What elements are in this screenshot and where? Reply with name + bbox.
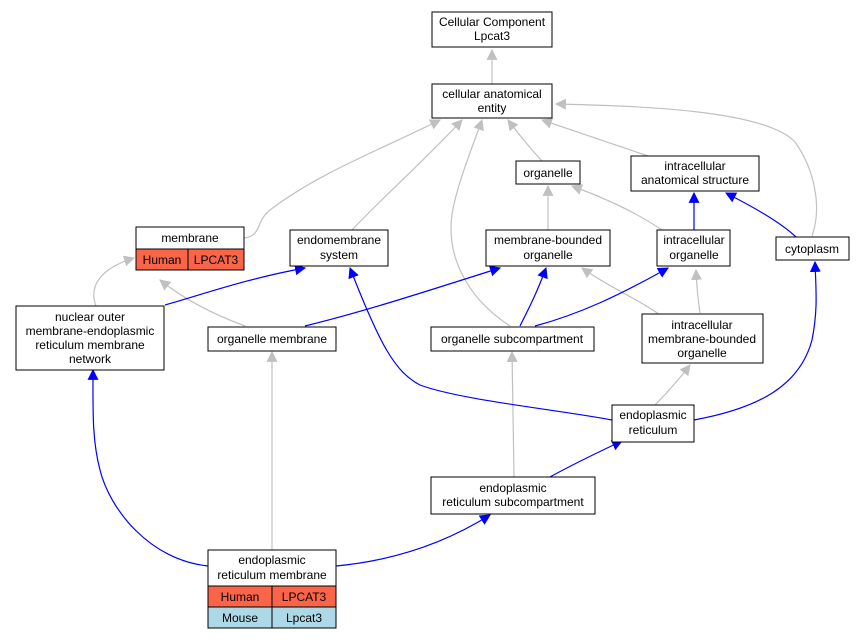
node-ias-line2: anatomical structure: [641, 173, 749, 187]
node-organelle-line1: organelle: [523, 166, 573, 180]
node-ermem-line1: endoplasmic: [238, 553, 305, 567]
edge-ermem-to-nuclear: [87, 368, 209, 567]
node-nuclear-outer-membrane-er-network[interactable]: nuclear outer membrane-endoplasmic retic…: [15, 305, 165, 371]
is-a-edges: [93, 48, 818, 550]
node-imbo-line2: membrane-bounded: [648, 332, 756, 346]
edge-organelle-to-cae: [507, 119, 543, 162]
edge-er-to-endomembrane: [348, 266, 613, 421]
node-root-line1: Cellular Component: [439, 15, 546, 29]
node-endomembrane-line1: endomembrane: [297, 233, 381, 247]
edge-er-to-cytoplasm: [693, 260, 821, 421]
edge-orgsub-to-io: [534, 267, 669, 327]
node-io-line1: intracellular: [663, 233, 724, 247]
node-ias-line1: intracellular: [664, 159, 725, 173]
node-intracellular-organelle[interactable]: intracellular organelle: [656, 229, 731, 267]
node-cellular-anatomical-entity[interactable]: cellular anatomical entity: [431, 83, 553, 119]
membrane-gene: LPCAT3: [194, 253, 239, 267]
node-er-line2: reticulum: [629, 423, 678, 437]
node-ersub-line1: endoplasmic: [479, 481, 546, 495]
node-membrane-line1: membrane: [161, 231, 219, 245]
node-cae-line2: entity: [478, 101, 507, 115]
node-root[interactable]: Cellular Component Lpcat3: [431, 11, 553, 48]
membrane-species: Human: [143, 253, 182, 267]
ermem-mouse-gene-cell: [271, 606, 337, 629]
node-nuclear-line4: network: [69, 352, 112, 366]
node-ersub-line2: reticulum subcompartment: [442, 495, 584, 509]
node-mbo-line2: organelle: [523, 248, 573, 262]
node-endoplasmic-reticulum-membrane[interactable]: endoplasmic reticulum membrane Human LPC…: [207, 549, 337, 629]
node-er-line1: endoplasmic: [619, 408, 686, 422]
node-endomembrane-system[interactable]: endomembrane system: [289, 229, 389, 267]
edge-ermem-to-ersub: [335, 514, 491, 567]
node-intracellular-membrane-bounded-organelle[interactable]: intracellular membrane-bounded organelle: [641, 313, 764, 364]
node-nuclear-line1: nuclear outer: [55, 310, 125, 324]
node-ermem-line2: reticulum membrane: [217, 568, 327, 582]
node-organelle-subcompartment[interactable]: organelle subcompartment: [430, 326, 595, 352]
edge-nuclear-to-endomembrane: [164, 264, 307, 306]
edge-nuclear-to-membrane: [93, 255, 136, 307]
node-cae-line1: cellular anatomical: [442, 87, 541, 101]
edge-membrane-to-cae: [243, 119, 441, 239]
edge-cytoplasm-to-ias: [725, 192, 797, 238]
ermem-human-species: Human: [221, 590, 260, 604]
edge-orgsub-to-mbo: [519, 266, 548, 327]
ermem-mouse-gene: Lpcat3: [286, 611, 322, 625]
node-organelle-membrane[interactable]: organelle membrane: [207, 326, 337, 352]
edge-orgmem-to-membrane: [159, 279, 246, 327]
node-cytoplasm-line1: cytoplasm: [785, 242, 839, 256]
part-of-edges: [87, 191, 821, 567]
edge-orgmem-to-mbo: [304, 265, 502, 327]
node-membrane[interactable]: membrane Human LPCAT3: [135, 226, 245, 271]
node-cytoplasm[interactable]: cytoplasm: [775, 236, 850, 261]
edge-ias-to-cae: [540, 118, 649, 157]
ermem-human-gene: LPCAT3: [282, 590, 327, 604]
node-orgsub-line1: organelle subcompartment: [441, 332, 584, 346]
node-nuclear-line2: membrane-endoplasmic: [26, 324, 155, 338]
edge-imbo-to-mbo: [581, 267, 661, 316]
node-root-line2: Lpcat3: [474, 29, 510, 43]
edge-endomembrane-to-cae: [351, 119, 463, 231]
membrane-gene-cell: [187, 248, 245, 271]
node-imbo-line1: intracellular: [671, 318, 732, 332]
edge-cytoplasm-to-cae: [554, 98, 818, 237]
edge-orgsub-to-cae: [450, 118, 511, 327]
node-endoplasmic-reticulum[interactable]: endoplasmic reticulum: [611, 404, 695, 443]
node-nuclear-line3: reticulum membrane: [35, 338, 145, 352]
node-imbo-line3: organelle: [677, 346, 727, 360]
node-membrane-bounded-organelle[interactable]: membrane-bounded organelle: [485, 229, 611, 267]
ermem-mouse-species: Mouse: [222, 611, 258, 625]
node-endomembrane-line2: system: [320, 248, 358, 262]
edge-io-to-organelle: [570, 184, 663, 231]
edge-imbo-to-io: [691, 268, 702, 314]
edge-ersub-to-er: [547, 440, 623, 479]
edge-ersub-to-orgsub: [506, 350, 518, 478]
node-endoplasmic-reticulum-subcompartment[interactable]: endoplasmic reticulum subcompartment: [430, 476, 596, 515]
node-io-line2: organelle: [669, 248, 719, 262]
node-orgmem-line1: organelle membrane: [217, 332, 327, 346]
node-intracellular-anatomical-structure[interactable]: intracellular anatomical structure: [630, 155, 760, 192]
node-mbo-line1: membrane-bounded: [494, 233, 602, 247]
node-organelle[interactable]: organelle: [515, 160, 581, 185]
edge-er-to-imbo: [654, 364, 691, 406]
